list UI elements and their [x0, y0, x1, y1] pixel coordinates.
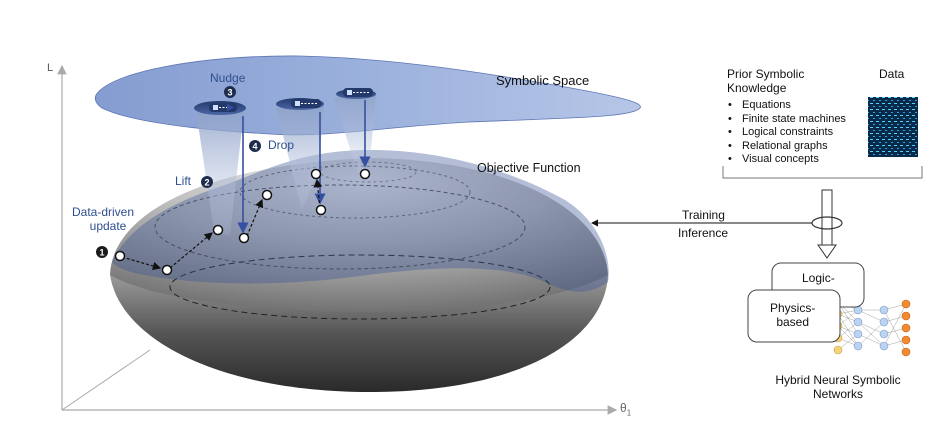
flow-pipe [811, 189, 843, 259]
knowledge-item: • Finite state machines [728, 113, 846, 127]
badge-3 [224, 86, 236, 98]
point-7 [315, 204, 327, 216]
objective-function-label: Objective Function [477, 161, 581, 175]
physics-box-label: Physics- based [770, 301, 816, 330]
hybrid-line2: Networks [812, 386, 863, 401]
disc-1-square-icon [213, 105, 218, 110]
disc-2-square-icon [295, 101, 300, 106]
badge-1 [96, 246, 108, 258]
training-label: Training [682, 208, 725, 222]
network-hidden-nodes [853, 305, 889, 351]
physics-line1: Physics- [770, 301, 816, 315]
badge-4-text: 4 [252, 142, 257, 152]
point-6 [310, 168, 322, 180]
knowledge-item-label: Logical constraints [742, 126, 834, 139]
bullet-dot: • [728, 153, 732, 166]
physics-box [747, 289, 841, 343]
surface-dome [110, 158, 608, 312]
data-title: Data [879, 67, 905, 81]
traj-seg-2 [169, 232, 213, 269]
badge-4 [249, 140, 261, 152]
point-3 [212, 224, 224, 236]
point-1 [114, 250, 126, 262]
bracket-line [722, 166, 923, 179]
badge-2-text: 2 [204, 178, 209, 188]
network-output-nodes [901, 299, 911, 357]
step-badges: 1 2 3 4 [96, 86, 261, 258]
badge-2 [201, 176, 213, 188]
logic-box-label: Logic- [802, 271, 835, 285]
knowledge-bracket [722, 97, 923, 179]
bullet-dot: • [728, 112, 732, 125]
hybrid-network-label: Hybrid Neural Symbolic Networks [764, 373, 912, 402]
drop-arrows [237, 100, 371, 234]
point-2 [161, 264, 173, 276]
point-4 [238, 232, 250, 244]
pipe-arrowhead [817, 244, 837, 259]
knowledge-item: • Equations [728, 99, 846, 113]
knowledge-item: • Logical constraints [728, 126, 846, 140]
data-driven-line1: Data-driven [72, 205, 135, 219]
prior-title-line1: Prior Symbolic [727, 67, 805, 81]
traj-seg-3 [246, 198, 264, 237]
bullet-dot: • [728, 139, 732, 152]
beam-1 [196, 110, 244, 235]
data-driven-label: Data-driven update [72, 205, 135, 234]
contour-outer [169, 254, 551, 320]
knowledge-item-label: Equations [742, 99, 791, 111]
objective-surface [110, 150, 609, 392]
trajectory [114, 168, 371, 276]
symbolic-space-label: Symbolic Space [496, 73, 590, 88]
lift-label: Lift [175, 174, 192, 188]
x-axis-label-main: θ [620, 401, 627, 415]
knowledge-item-label: Visual concepts [742, 153, 819, 166]
point-5 [261, 189, 273, 201]
knowledge-item-label: Relational graphs [742, 139, 828, 152]
x-axis-label-sub: 1 [626, 408, 632, 418]
badge-3-text: 3 [227, 88, 232, 98]
knowledge-item-label: Finite state machines [742, 112, 846, 125]
axes [57, 64, 618, 415]
hybrid-line1: Hybrid Neural Symbolic [775, 373, 901, 387]
z-axis [61, 349, 151, 411]
point-8 [359, 168, 371, 180]
y-axis-label: L [47, 62, 54, 74]
knowledge-item: • Relational graphs [728, 140, 846, 154]
traj-seg-1 [121, 256, 162, 271]
nudge-label: Nudge [210, 71, 246, 85]
contour-mid [154, 184, 526, 270]
drop-label: Drop [268, 138, 295, 152]
inference-label: Inference [678, 226, 729, 240]
bullet-dot: • [728, 99, 732, 111]
feasible-region [112, 150, 609, 292]
physics-line2: based [776, 314, 810, 329]
data-driven-line2: update [89, 218, 127, 233]
prior-knowledge-title: Prior Symbolic Knowledge [727, 67, 805, 96]
contour-inner [239, 165, 471, 219]
bullet-dot: • [728, 126, 732, 139]
prior-title-line2: Knowledge [727, 80, 787, 95]
knowledge-item: • Visual concepts [728, 153, 846, 167]
beam-2 [276, 106, 324, 210]
disc-3-square-icon [347, 90, 352, 95]
symbolic-discs [194, 88, 376, 115]
x-axis-label: θ1 [620, 401, 632, 418]
data-matrix-image [868, 97, 918, 157]
badge-1-text: 1 [99, 248, 104, 258]
knowledge-list: • Equations • Finite state machines • Logic… [728, 99, 846, 167]
